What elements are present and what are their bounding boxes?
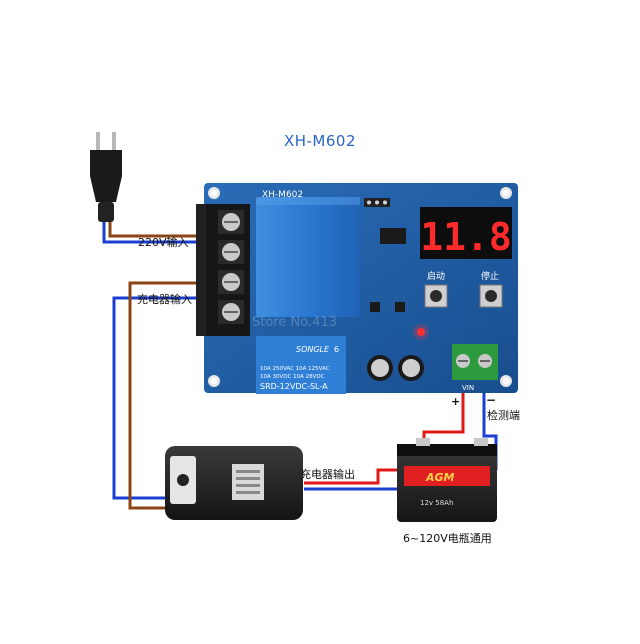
battery-rating: 12v 58Ah [420,499,453,507]
battery: AGM 12v 58Ah [397,438,497,522]
status-led [417,328,425,336]
start-label: 启动 [427,270,445,282]
relay-brand: SONGLE [296,345,330,354]
start-button[interactable] [424,284,448,308]
label-detect-terminal: 检测端 [487,409,520,422]
relay-number: 6 [334,345,339,354]
charger-adapter [165,446,303,520]
label-charger-output: 充电器输出 [300,468,355,481]
label-mains-input: 220V输入 [138,236,189,249]
ic-chip [380,228,406,244]
screw-terminal-block [196,204,250,336]
watermark: Store No.413 [252,315,337,330]
relay: SONGLE 6 10A 250VAC 10A 125VAC 10A 30VDC… [256,336,346,394]
pin-header [364,198,390,207]
mains-plug [90,132,122,222]
charger-input-wire-blue [112,296,204,500]
capacitor-2 [398,355,424,381]
capacitor-1 [367,355,393,381]
label-battery-range: 6~120V电瓶通用 [403,532,492,545]
battery-brand: AGM [425,471,455,484]
charger-input-wire-brown [128,281,204,510]
control-board: XH-M602 11.8 启动 停止 [196,183,518,394]
relay-spec-1: 10A 250VAC 10A 125VAC [260,366,330,372]
label-plus: + [451,395,461,408]
relay-model: SRD-12VDC-SL-A [260,382,328,391]
board-silk-model: XH-M602 [262,190,303,200]
relay-spec-2: 10A 30VDC 10A 28VDC [260,374,325,380]
display-value: 11.8 [420,215,512,259]
diagram-title: XH-M602 [283,132,357,150]
stop-button[interactable] [479,284,503,308]
vin-label: VIN [462,384,474,392]
label-minus: − [486,393,497,407]
transformer [256,197,360,317]
led-display: 11.8 [420,207,512,259]
label-charger-input: 充电器输入 [137,293,192,306]
stop-label: 停止 [481,270,499,282]
green-terminal [452,344,498,380]
